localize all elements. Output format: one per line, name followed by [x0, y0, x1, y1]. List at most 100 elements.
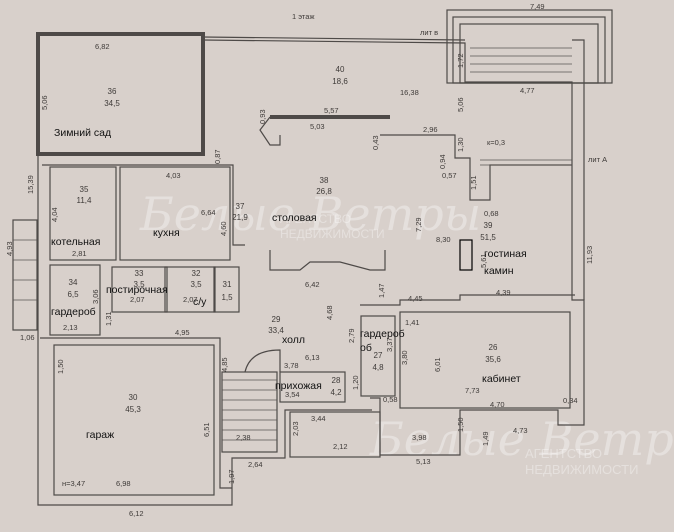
- svg-text:Зимний сад: Зимний сад: [54, 127, 111, 139]
- svg-text:1,5: 1,5: [221, 293, 233, 302]
- svg-text:0,58: 0,58: [383, 395, 398, 404]
- svg-text:34: 34: [69, 278, 78, 287]
- svg-text:3,80: 3,80: [400, 350, 409, 365]
- dimension-labels: 7,49 6,82 5,06 1,72 16,38 5,06 4,77 5,57…: [5, 2, 594, 518]
- svg-text:51,5: 51,5: [480, 233, 496, 242]
- svg-text:4,77: 4,77: [520, 86, 535, 95]
- svg-text:прихожая: прихожая: [275, 380, 322, 392]
- svg-text:4,68: 4,68: [325, 305, 334, 320]
- room-38: 38 26,8 столовая: [272, 176, 332, 224]
- svg-text:АГЕНТСТВО: АГЕНТСТВО: [280, 212, 351, 226]
- svg-text:5,06: 5,06: [40, 95, 49, 110]
- svg-text:11,93: 11,93: [585, 246, 594, 264]
- svg-text:1,51: 1,51: [469, 175, 478, 190]
- svg-text:33,4: 33,4: [268, 326, 284, 335]
- svg-text:об: об: [360, 342, 372, 354]
- svg-text:1,47: 1,47: [377, 283, 386, 298]
- room-33: 333,5 постирочная: [106, 269, 168, 296]
- svg-text:30: 30: [129, 393, 138, 402]
- svg-text:0,94: 0,94: [438, 154, 447, 169]
- svg-text:37: 37: [236, 202, 245, 211]
- marker-k: к=0,3: [487, 138, 505, 147]
- svg-text:7,49: 7,49: [530, 2, 545, 11]
- svg-text:34,5: 34,5: [104, 99, 120, 108]
- svg-text:26,8: 26,8: [316, 187, 332, 196]
- svg-text:гараж: гараж: [86, 429, 114, 441]
- svg-text:4,45: 4,45: [408, 294, 423, 303]
- svg-text:холл: холл: [282, 334, 305, 346]
- svg-text:котельная: котельная: [51, 236, 100, 248]
- svg-text:кабинет: кабинет: [482, 373, 521, 385]
- svg-text:3,44: 3,44: [311, 414, 326, 423]
- svg-text:5,13: 5,13: [416, 457, 431, 466]
- svg-text:7,29: 7,29: [414, 217, 423, 232]
- room-36: 36 34,5 Зимний сад: [54, 87, 120, 139]
- room-31: 311,5: [221, 280, 233, 302]
- svg-text:6,13: 6,13: [305, 353, 320, 362]
- svg-text:1,06: 1,06: [20, 333, 35, 342]
- room-29: 29 33,4 холл: [268, 315, 305, 346]
- svg-text:6,12: 6,12: [129, 509, 144, 518]
- svg-text:столовая: столовая: [272, 212, 317, 224]
- svg-text:1,49: 1,49: [481, 431, 490, 446]
- svg-text:6,01: 6,01: [433, 357, 442, 372]
- svg-text:гардероб: гардероб: [360, 328, 405, 340]
- svg-text:38: 38: [320, 176, 329, 185]
- svg-text:Белые Ветры: Белые Ветры: [369, 412, 674, 466]
- svg-text:2,03: 2,03: [291, 421, 300, 436]
- svg-text:39: 39: [484, 221, 493, 230]
- svg-text:4,73: 4,73: [513, 426, 528, 435]
- svg-text:45,3: 45,3: [125, 405, 141, 414]
- svg-text:16,38: 16,38: [400, 88, 419, 97]
- svg-text:11,4: 11,4: [77, 196, 93, 205]
- svg-text:3,5: 3,5: [133, 280, 145, 289]
- svg-text:27: 27: [374, 351, 383, 360]
- svg-text:гостиная: гостиная: [484, 248, 527, 260]
- svg-text:1,31: 1,31: [104, 311, 113, 326]
- svg-text:31: 31: [223, 280, 232, 289]
- svg-text:с/у: с/у: [193, 296, 207, 308]
- svg-text:7,73: 7,73: [465, 386, 480, 395]
- marker-lit-v: лит в: [420, 28, 438, 37]
- svg-text:1,50: 1,50: [56, 359, 65, 374]
- svg-text:15,39: 15,39: [26, 175, 35, 194]
- svg-text:40: 40: [336, 65, 345, 74]
- svg-text:2,64: 2,64: [248, 460, 263, 469]
- svg-text:2,79: 2,79: [347, 328, 356, 343]
- marker-height: н=3,47: [62, 479, 85, 488]
- svg-text:0,57: 0,57: [442, 171, 457, 180]
- svg-text:НЕДВИЖИМОСТИ: НЕДВИЖИМОСТИ: [280, 227, 385, 241]
- svg-text:4,95: 4,95: [175, 328, 190, 337]
- svg-text:0,43: 0,43: [371, 135, 380, 150]
- svg-text:Белые Ветры: Белые Ветры: [139, 187, 481, 241]
- svg-text:5,03: 5,03: [310, 122, 325, 131]
- svg-text:1,72: 1,72: [456, 53, 465, 68]
- svg-text:2,96: 2,96: [423, 125, 438, 134]
- svg-text:кухня: кухня: [153, 227, 180, 239]
- svg-text:1,50: 1,50: [456, 417, 465, 432]
- room-28: 284,2 прихожая: [275, 376, 342, 397]
- svg-text:26: 26: [489, 343, 498, 352]
- svg-text:3,98: 3,98: [412, 433, 427, 442]
- svg-text:4,2: 4,2: [330, 388, 342, 397]
- svg-text:6,51: 6,51: [202, 422, 211, 437]
- svg-text:4,04: 4,04: [50, 207, 59, 222]
- svg-text:3,37: 3,37: [385, 337, 394, 352]
- svg-text:6,64: 6,64: [201, 208, 216, 217]
- svg-text:32: 32: [192, 269, 201, 278]
- svg-text:2,81: 2,81: [72, 249, 87, 258]
- svg-text:4,03: 4,03: [166, 171, 181, 180]
- svg-text:постирочная: постирочная: [106, 284, 168, 296]
- svg-text:36: 36: [108, 87, 117, 96]
- room-34: 346,5 гардероб: [51, 278, 96, 318]
- marker-lit-a: лит А: [588, 155, 607, 164]
- svg-text:3,54: 3,54: [285, 390, 300, 399]
- walls: [36, 32, 585, 506]
- watermark-top: Белые Ветры АГЕНТСТВО НЕДВИЖИМОСТИ: [139, 187, 481, 241]
- svg-text:29: 29: [272, 315, 281, 324]
- svg-text:2,07: 2,07: [130, 295, 145, 304]
- svg-text:5,61: 5,61: [479, 253, 488, 268]
